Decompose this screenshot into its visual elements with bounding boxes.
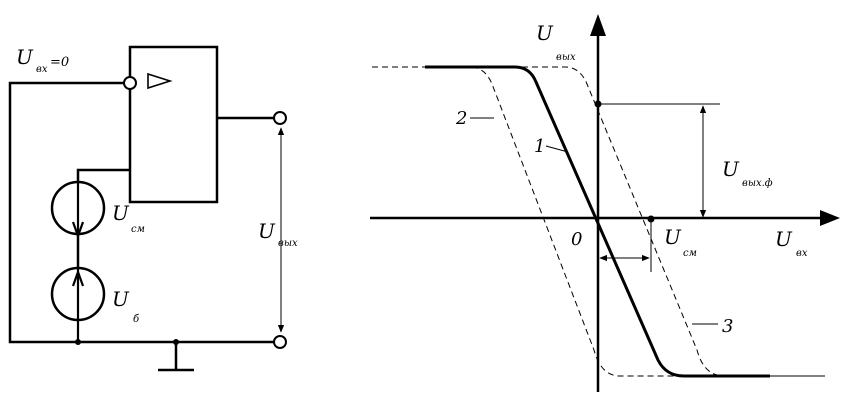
curve-label-1: 1: [534, 136, 545, 157]
curve-label-3: 3: [722, 316, 733, 337]
ground-icon: [158, 342, 194, 372]
input-label: U: [16, 45, 34, 69]
output-terminal-top: [273, 111, 287, 125]
output-terminal-bottom: [273, 335, 287, 349]
x-axis-sub: вх: [796, 248, 808, 259]
y-axis-arrow-icon: [590, 14, 606, 36]
output-sub: вых: [278, 238, 298, 249]
curve-label-2: 2: [455, 108, 467, 129]
x-axis-arrow-icon: [820, 210, 840, 226]
input-sub: вх: [36, 64, 48, 75]
opamp-box: [128, 45, 219, 204]
vout-offset-sub: вых.ф: [742, 178, 773, 189]
source-b-arrow-icon: [71, 268, 85, 287]
source-cm-label: U: [112, 201, 130, 225]
input-wire: [8, 81, 280, 344]
y-axis-sub: вых: [556, 52, 576, 63]
noninverting-wire: [76, 168, 130, 182]
source-b-label: U: [112, 287, 130, 311]
offset-sub: см: [683, 248, 697, 259]
transfer-graph: U вых U вх 0 U см U вых.ф 1 2 3: [370, 14, 840, 392]
input-value: =0: [50, 55, 69, 70]
opamp-triangle-icon: [147, 72, 173, 90]
source-cm-sub: см: [131, 224, 145, 235]
y-axis-label: U: [536, 21, 554, 45]
offset-label: U: [664, 225, 682, 249]
x-axis-label: U: [775, 227, 793, 251]
curve-1: [425, 65, 770, 378]
vout-offset-label: U: [722, 157, 740, 181]
output-label: U: [258, 219, 276, 243]
inverting-input-circle: [123, 76, 137, 90]
curve-1-leader: [545, 145, 569, 153]
circuit: U вх =0 U см U б U вых: [8, 45, 298, 372]
source-b-sub: б: [133, 314, 140, 325]
node-left: [75, 339, 81, 345]
origin-label: 0: [571, 229, 582, 250]
